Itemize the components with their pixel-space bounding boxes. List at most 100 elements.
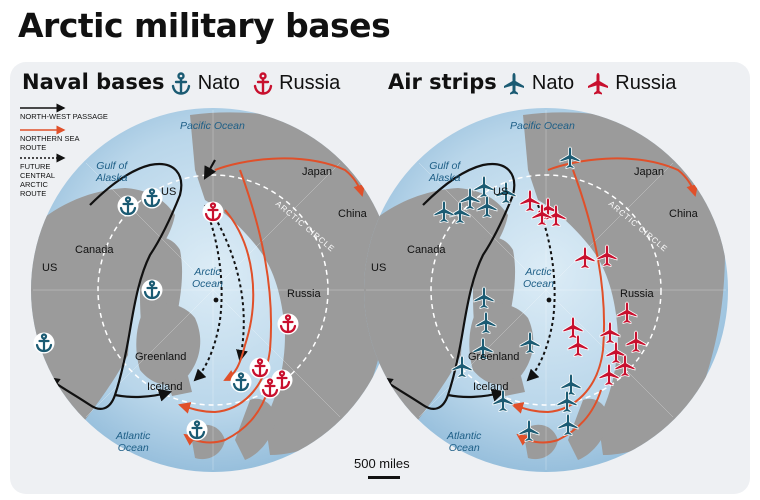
legend-nw: NORTH-WEST PASSAGE [20,112,108,121]
label-russia-right: Russia [620,288,654,300]
label-japan-right: Japan [634,166,664,178]
russia-air-strip [519,189,541,213]
nato-air-strips [433,146,582,443]
russia-air-strip [596,244,618,268]
right-globe [364,108,728,472]
atlantic-2: Ocean [448,442,480,454]
russia-naval-base [202,201,224,223]
nato-air-strip [492,389,514,413]
air-russia-label: Russia [615,72,677,94]
label-greenland-right: Greenland [468,351,520,363]
russia-naval-bases [202,201,299,399]
nato-air-strip [449,201,471,225]
nato-air-strip [518,419,540,443]
arctic-1: Arctic [194,266,221,278]
label-iceland-right: Iceland [473,381,509,393]
page-title: Arctic military bases [18,6,391,45]
nato-air-strip [557,413,579,437]
russia-air-strip [599,321,621,345]
left-globe [31,108,395,472]
anchor-icon [171,72,191,95]
atlantic-2: Ocean [117,442,149,454]
nato-air-strip [475,311,497,335]
nato-naval-base [186,419,208,441]
label-pacific-left: Pacific Ocean [180,120,245,132]
label-usak-left: US [161,186,177,198]
nato-air-strip [495,181,517,205]
legend-future-2: CENTRAL [20,171,56,180]
nato-air-strip [559,146,581,170]
nato-naval-base [117,195,139,217]
label-pacific-right: Pacific Ocean [510,120,575,132]
nato-naval-base [230,371,252,393]
russia-air-strip [574,246,596,270]
label-greenland-left: Greenland [135,351,187,363]
plane-icon [504,72,525,95]
russia-air-strips [519,189,647,387]
naval-nato-label: Nato [197,72,240,94]
russia-air-strip [605,341,627,365]
nato-air-strip [459,187,481,211]
label-russia-left: Russia [287,288,321,300]
arctic-1: Arctic [525,266,552,278]
label-us-right: US [371,262,387,274]
legend-nsr-1: NORTHERN SEA [20,134,80,143]
legend-future-4: ROUTE [20,189,47,198]
legend-future-3: ARCTIC [20,180,48,189]
russia-air-strip [614,354,636,378]
label-canada-right: Canada [407,244,446,256]
nato-air-strip [451,355,473,379]
russia-air-strip [567,334,589,358]
naval-russia-label: Russia [279,72,341,94]
air-nato-label: Nato [531,72,575,94]
gulf-1: Gulf of [96,160,128,172]
label-japan-left: Japan [302,166,332,178]
label-china-left: China [338,208,367,220]
label-iceland-left: Iceland [147,381,183,393]
russia-air-strip [625,330,647,354]
nato-naval-bases [33,187,252,441]
nato-air-strip [473,286,495,310]
naval-header: Naval bases Nato Russia [22,70,340,96]
atlantic-1: Atlantic [116,430,151,442]
label-canada-left: Canada [75,244,114,256]
arctic-2: Ocean [192,278,223,290]
gulf-2: Alaska [429,172,461,184]
legend-future-1: FUTURE [20,162,51,171]
russia-naval-base [259,377,281,399]
russia-air-strip [531,203,553,227]
nato-air-strip [433,200,455,224]
nato-air-strip [472,337,494,361]
air-header: Air strips Nato Russia [388,70,676,96]
naval-heading: Naval bases [22,70,165,94]
nato-air-strip [519,331,541,355]
nato-air-strip [473,175,495,199]
russia-naval-base [249,357,271,379]
russia-air-strip [545,204,567,228]
nato-naval-base [141,187,163,209]
nato-naval-base [33,332,55,354]
gulf-2: Alaska [96,172,128,184]
russia-naval-base [277,313,299,335]
air-heading: Air strips [388,70,497,94]
nato-naval-base [141,279,163,301]
label-usak-right: US [493,186,509,198]
gulf-1: Gulf of [429,160,461,172]
label-us-left: US [42,262,58,274]
nato-air-strip [476,195,498,219]
atlantic-1: Atlantic [447,430,482,442]
label-china-right: China [669,208,698,220]
russia-air-strip [598,363,620,387]
plane-icon [587,72,608,95]
scale-label: 500 miles [354,456,410,471]
russia-air-strip [616,301,638,325]
